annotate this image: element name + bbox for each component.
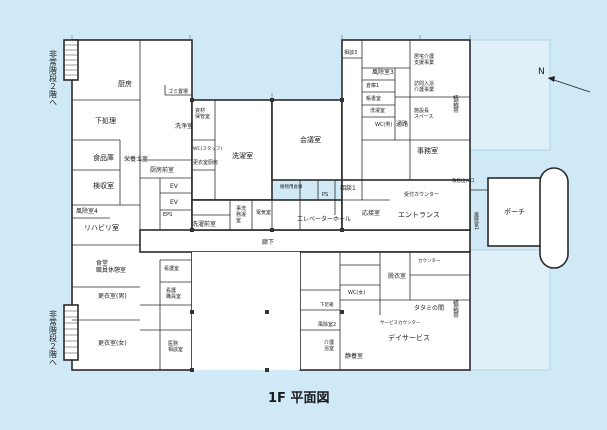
room-staff-rest: 食堂職員休憩室	[96, 259, 126, 274]
room-counter: 受付カウンター	[404, 191, 439, 198]
room-dayservice: デイサービス	[388, 333, 430, 342]
room-medical: 医務相談室	[168, 340, 183, 353]
room-locker-m: 更衣室(男)	[98, 292, 127, 300]
room-office-laundry: 事洗務濯室	[236, 205, 246, 224]
room-tatami: タタミの間	[414, 304, 444, 312]
room-wash: 洗浄室	[175, 122, 193, 130]
stair-bottom-label: 非常階段２階へ	[49, 309, 58, 366]
room-nutrition: 栄養士室	[124, 155, 148, 163]
courtyard	[192, 252, 300, 370]
stair-top-label: 非常階段２階へ	[49, 49, 58, 106]
center-upper-wing	[191, 99, 273, 201]
stair-top-left	[63, 39, 79, 81]
room-corridor: 廊下	[262, 238, 274, 246]
room-storage1: 倉庫1	[366, 82, 379, 89]
room-med-store: 植物用倉庫	[280, 183, 303, 190]
entrance-block	[341, 179, 471, 231]
room-reception: 応接室	[362, 209, 380, 217]
room-consult1: 相談1	[340, 184, 356, 192]
porch-canopy	[539, 167, 569, 269]
room-nurse: 看護室	[164, 265, 179, 272]
room-kitchen-front: 厨房前室	[150, 166, 174, 174]
room-planting-top: 植栽帯	[452, 94, 459, 114]
room-kitchen: 厨房	[118, 79, 132, 88]
planting-area-top	[469, 39, 551, 151]
room-locker-kitchen: 更衣室厨房	[193, 159, 218, 166]
room-passage: 通路	[396, 120, 408, 128]
room-eps: EPS	[163, 212, 172, 218]
room-prep: 下処理	[95, 116, 116, 125]
room-changing: 脱衣室	[388, 272, 406, 280]
plan-title: 1F 平面図	[268, 391, 329, 406]
room-garbage: ゴミ置場	[168, 88, 188, 95]
main-corridor	[139, 229, 471, 253]
room-wc-staff: WC(スタッフ)	[193, 145, 222, 152]
room-food-store: 食品庫	[93, 153, 114, 162]
column-marks	[190, 98, 344, 372]
room-service-counter: サービスカウンター	[380, 319, 421, 326]
room-office: 事務室	[417, 146, 438, 155]
room-laundry: 洗濯室	[232, 151, 253, 160]
room-windbreak1: 風除室1	[473, 212, 479, 230]
left-wing-walls	[72, 40, 192, 370]
room-porch: ポーチ	[504, 208, 525, 216]
room-side-entrance: 救急出入口	[452, 177, 475, 184]
room-entrance: エントランス	[398, 211, 440, 219]
room-lower: 下足箱	[320, 301, 334, 308]
room-bath4: 風除室4	[76, 207, 98, 215]
room-consult3: 相談3	[344, 49, 357, 56]
planting-area-bottom	[469, 249, 551, 371]
grid-lines	[71, 35, 471, 100]
room-material-store: 資材保管室	[195, 107, 210, 120]
room-nursing-staff: 看護職員室	[166, 287, 181, 300]
room-visiting-care: 訪問入浴介護事業	[414, 80, 434, 93]
right-lower-block	[299, 251, 471, 371]
right-block-walls	[342, 40, 488, 201]
room-bath3: 風除室3	[372, 68, 394, 76]
room-wc-f: WC(女)	[348, 289, 365, 296]
room-meeting: 会議室	[300, 135, 321, 144]
room-records: 帳書室	[366, 95, 381, 102]
room-elevator-hall: エレベーターホール	[297, 215, 351, 223]
stair-bottom-left	[63, 304, 79, 361]
room-laundry-front: 洗濯前室	[192, 220, 216, 228]
room-counter2: カウンター	[418, 257, 441, 264]
room-ps: PS	[322, 192, 328, 198]
room-electric: 電気室	[256, 209, 271, 216]
room-facility-space: 施設長スペース	[414, 107, 433, 120]
room-wash-room: 洗濯室	[370, 107, 385, 114]
north-label: N	[538, 67, 545, 77]
room-bath2: 風除室2	[318, 321, 336, 328]
lower-right-walls	[300, 252, 470, 370]
room-locker-f: 更衣室(女)	[98, 339, 127, 347]
porch-area	[487, 177, 544, 247]
room-care-bath: 介護浴室	[324, 339, 334, 352]
north-arrow-icon: N	[538, 67, 591, 93]
room-home-care: 居宅介護支援事業	[414, 53, 434, 66]
room-inspection: 検収室	[93, 181, 114, 190]
room-quiet: 静養室	[345, 352, 363, 360]
room-ev2: EV	[170, 199, 179, 206]
room-planting-bottom: 植栽帯	[452, 299, 459, 319]
center-walls	[192, 100, 336, 230]
room-wc-m: WC(男)	[375, 122, 392, 128]
room-ev1: EV	[170, 183, 179, 190]
room-rehab: リハビリ室	[84, 223, 119, 232]
